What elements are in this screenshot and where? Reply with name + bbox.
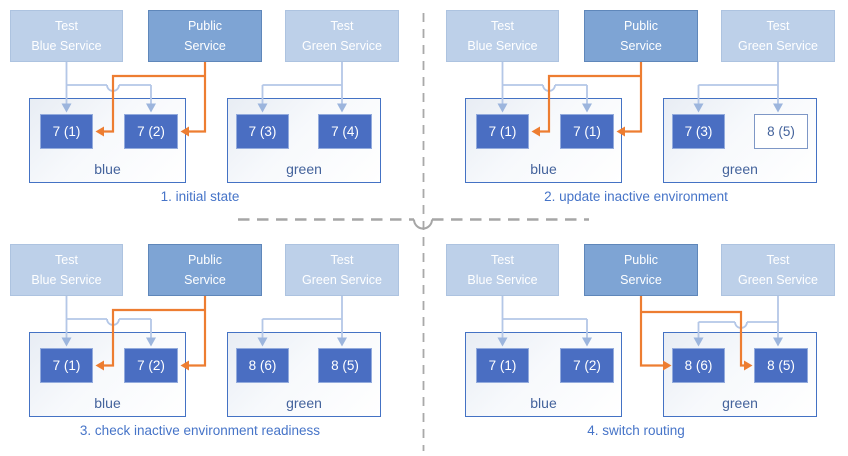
test-green-service-box: Test Green Service — [721, 10, 835, 62]
service-label-line: Test — [330, 19, 354, 33]
service-label-line: Service — [184, 273, 226, 287]
blue-environment-label: blue — [94, 395, 121, 411]
test-blue-service-box: Test Blue Service — [446, 10, 559, 62]
service-label-line: Test — [55, 253, 78, 267]
public-service-box: Public Service — [584, 244, 698, 296]
blue-environment-label: blue — [530, 395, 557, 411]
pod-blue-2: 7 (2) — [124, 348, 178, 383]
service-label-line: Service — [620, 39, 662, 53]
pod-green-2-updating: 8 (5) — [754, 114, 808, 149]
pod-blue-2: 7 (2) — [560, 348, 614, 383]
pod-blue-2: 7 (2) — [124, 114, 178, 149]
pod-green-1: 8 (6) — [672, 348, 725, 383]
step-caption: 2. update inactive environment — [544, 189, 728, 204]
pod-green-2: 8 (5) — [318, 348, 372, 383]
service-label-line: Green Service — [738, 273, 818, 287]
test-green-service-box: Test Green Service — [285, 244, 399, 296]
test-blue-service-box: Test Blue Service — [446, 244, 559, 296]
blue-environment-label: blue — [94, 161, 121, 177]
service-label-line: Green Service — [738, 39, 818, 53]
service-label-line: Public — [623, 19, 659, 33]
public-service-box: Public Service — [148, 10, 262, 62]
service-label-line: Test — [330, 253, 354, 267]
pod-blue-1: 7 (1) — [40, 114, 93, 149]
service-label-line: Public — [187, 19, 223, 33]
green-environment-label: green — [722, 161, 758, 177]
pod-blue-1: 7 (1) — [40, 348, 93, 383]
test-blue-service-box: Test Blue Service — [10, 10, 123, 62]
green-environment-label: green — [722, 395, 758, 411]
service-label-line: Test — [766, 19, 790, 33]
pod-blue-1: 7 (1) — [476, 114, 529, 149]
blue-environment-label: blue — [530, 161, 557, 177]
service-label-line: Test — [766, 253, 790, 267]
pod-green-1: 8 (6) — [236, 348, 289, 383]
quadrant-1-initial-state: Test Blue Service Public Service Test Gr… — [0, 0, 424, 228]
service-label-line: Service — [620, 273, 662, 287]
service-label-line: Green Service — [302, 39, 382, 53]
service-label-line: Blue Service — [31, 273, 102, 287]
test-green-service-box: Test Green Service — [721, 244, 835, 296]
public-service-box: Public Service — [584, 10, 698, 62]
quadrant-2-update-inactive: Test Blue Service Public Service Test Gr… — [436, 0, 848, 228]
service-label-line: Test — [491, 19, 514, 33]
pod-green-1: 7 (3) — [236, 114, 289, 149]
step-caption: 1. initial state — [160, 189, 240, 204]
step-caption: 4. switch routing — [587, 423, 685, 438]
pod-green-1: 7 (3) — [672, 114, 725, 149]
service-label-line: Service — [184, 39, 226, 53]
public-service-box: Public Service — [148, 244, 262, 296]
service-label-line: Public — [187, 253, 223, 267]
pod-green-2: 7 (4) — [318, 114, 372, 149]
service-label-line: Blue Service — [467, 273, 538, 287]
service-label-line: Test — [55, 19, 78, 33]
service-label-line: Public — [623, 253, 659, 267]
pod-blue-1: 7 (1) — [476, 348, 529, 383]
service-label-line: Blue Service — [31, 39, 102, 53]
test-green-service-box: Test Green Service — [285, 10, 399, 62]
green-environment-label: green — [286, 395, 322, 411]
pod-blue-2: 7 (1) — [560, 114, 614, 149]
quadrant-3-check-readiness: Test Blue Service Public Service Test Gr… — [0, 234, 424, 456]
pod-green-2: 8 (5) — [754, 348, 808, 383]
test-blue-service-box: Test Blue Service — [10, 244, 123, 296]
green-environment-label: green — [286, 161, 322, 177]
step-caption: 3. check inactive environment readiness — [79, 423, 321, 438]
service-label-line: Test — [491, 253, 514, 267]
service-label-line: Green Service — [302, 273, 382, 287]
service-label-line: Blue Service — [467, 39, 538, 53]
quadrant-4-switch-routing: Test Blue Service Public Service Test Gr… — [436, 234, 848, 456]
